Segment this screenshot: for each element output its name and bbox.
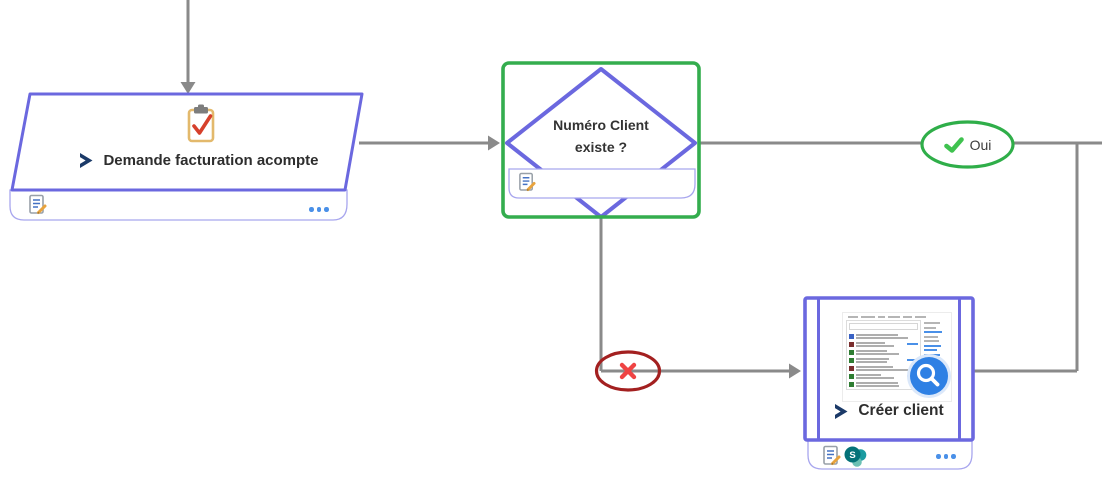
node-demande-facturation-acompte[interactable]: Demande facturation acompte bbox=[6, 90, 366, 224]
document-notes-icon[interactable] bbox=[518, 172, 536, 192]
document-notes-icon[interactable] bbox=[822, 445, 841, 466]
connector-label-non[interactable] bbox=[594, 350, 662, 392]
thumbnail-list bbox=[846, 320, 921, 390]
arrowhead-down bbox=[180, 82, 196, 94]
decision-label: Numéro Client existe ? bbox=[553, 117, 649, 155]
selection-frame bbox=[501, 61, 701, 219]
node-numero-client-existe[interactable]: Numéro Client existe ? bbox=[501, 61, 701, 219]
connector-right-branch bbox=[973, 143, 1079, 373]
power-automate-icon bbox=[80, 153, 93, 168]
sharepoint-icon: S bbox=[844, 446, 867, 467]
arrowhead-right-creer bbox=[789, 363, 801, 379]
more-options-icon[interactable] bbox=[309, 207, 329, 212]
connector-label-oui[interactable]: Oui bbox=[919, 119, 1016, 170]
oui-label: Oui bbox=[969, 136, 992, 153]
parallelogram-shape bbox=[9, 92, 364, 221]
svg-text:S: S bbox=[849, 450, 855, 461]
connector-decision-no bbox=[599, 216, 790, 373]
power-automate-icon bbox=[835, 403, 848, 419]
thumbnail-navbar bbox=[843, 313, 951, 320]
oui-ellipse bbox=[920, 120, 1015, 169]
non-ellipse bbox=[594, 350, 662, 392]
document-notes-icon[interactable] bbox=[28, 194, 47, 215]
clipboard-check-icon bbox=[187, 104, 215, 143]
check-icon bbox=[943, 136, 964, 153]
cross-icon bbox=[619, 362, 637, 380]
node-creer-client[interactable]: Créer client S bbox=[803, 296, 977, 474]
decision-shape bbox=[501, 61, 701, 219]
more-options-icon[interactable] bbox=[936, 454, 956, 459]
node-label: Créer client bbox=[858, 402, 944, 419]
node-label: Demande facturation acompte bbox=[103, 152, 319, 169]
arrowhead-right-decision bbox=[488, 135, 500, 151]
screenshot-thumbnail[interactable] bbox=[842, 312, 952, 402]
search-magnifier-icon bbox=[907, 354, 951, 398]
